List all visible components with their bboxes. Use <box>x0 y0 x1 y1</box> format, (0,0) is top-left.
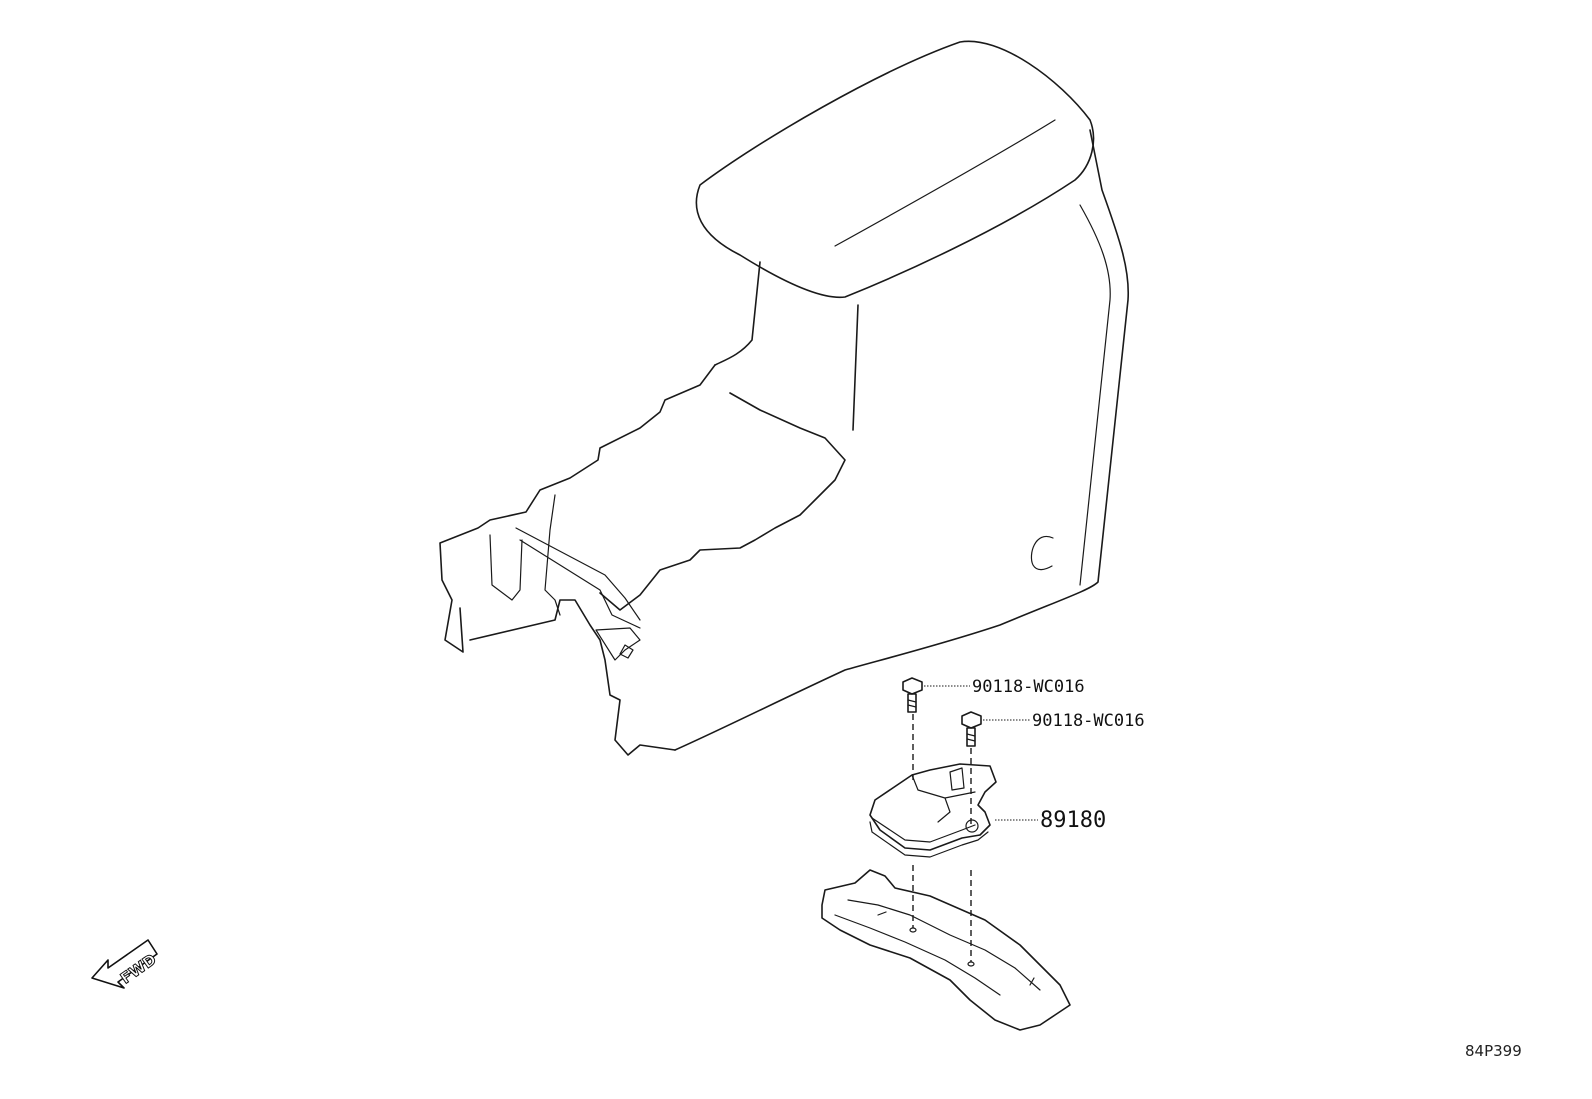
floor-bracket <box>821 865 1071 1031</box>
center-console <box>439 40 1130 756</box>
fwd-arrow-icon: FWD <box>91 939 160 989</box>
armrest-lid <box>695 40 1095 299</box>
part-number-bolt-2: 90118-WC016 <box>1032 711 1145 731</box>
bolt-2: 90118-WC016 <box>961 711 1145 825</box>
bolt-1: 90118-WC016 <box>902 677 1085 780</box>
figure-code: 84P399 <box>1465 1042 1522 1060</box>
console-body <box>674 129 1130 751</box>
part-number-bolt-1: 90118-WC016 <box>972 677 1085 697</box>
part-number-sensor: 89180 <box>1040 808 1106 833</box>
console-front-tray <box>439 364 716 756</box>
console-hook-icon <box>1030 535 1054 571</box>
airbag-sensor: 89180 <box>869 763 1106 858</box>
